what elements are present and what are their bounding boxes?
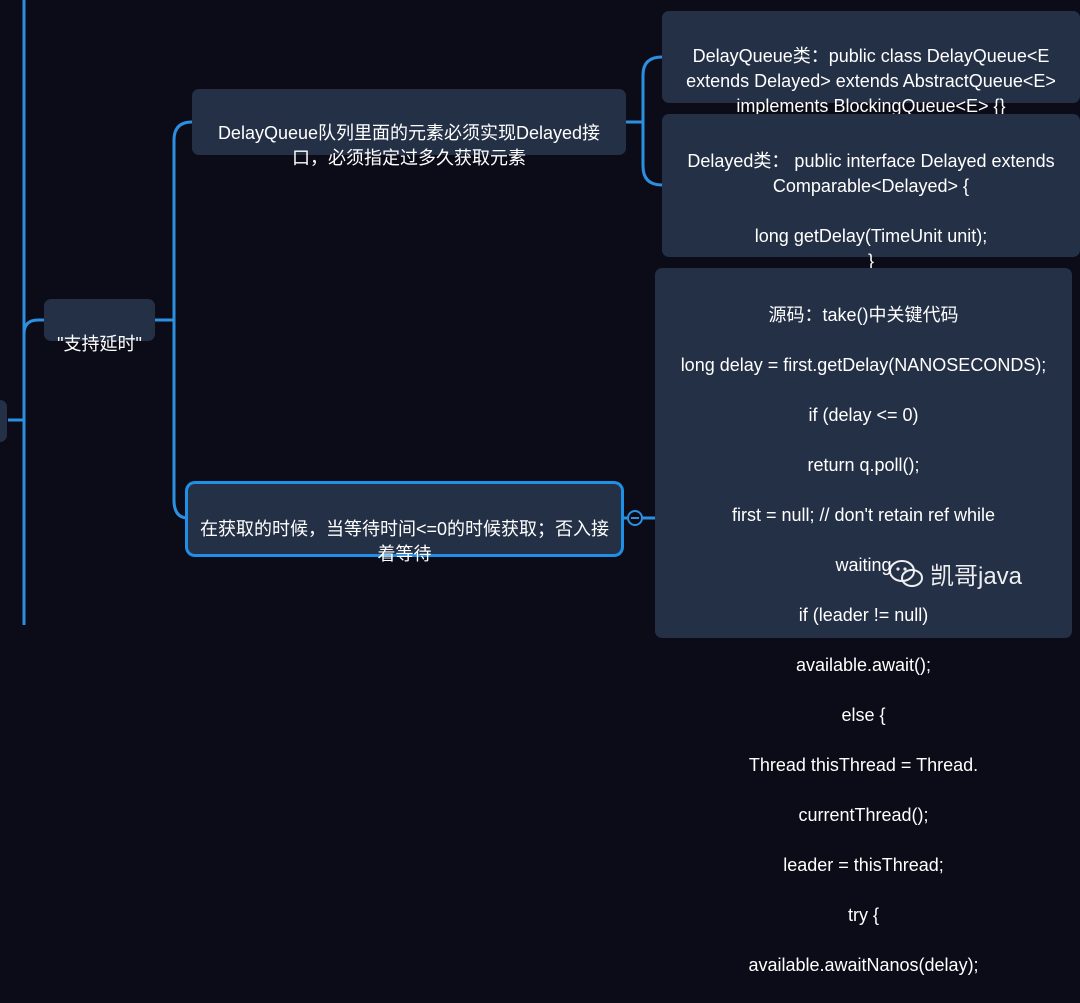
code-line: if (delay <= 0) (808, 405, 919, 425)
parent-node-partial[interactable] (0, 400, 7, 442)
node-delayqueue-class[interactable]: DelayQueue类：public class DelayQueue<E ex… (662, 11, 1080, 116)
link-interface-children (641, 55, 663, 187)
code-line: first = null; // don't retain ref while (731, 505, 996, 525)
node-delayed-interface-text: DelayQueue队列里面的元素必须实现Delayed接口，必须指定过多久获取… (217, 123, 601, 168)
node-support-delay-text: "支持延时" (57, 334, 142, 354)
link-support-children (172, 120, 193, 520)
node-delayed-class-text: Delayed类： public interface Delayed exten… (687, 151, 1055, 271)
code-line: available.awaitNanos(delay); (748, 955, 979, 975)
node-timing-text: 在获取的时候，当等待时间<=0的时候获取；否入接着等待 (199, 519, 610, 564)
watermark-text: 凯哥java (930, 563, 1023, 590)
code-line: if (leader != null) (798, 605, 929, 625)
code-line: currentThread(); (798, 805, 929, 825)
code-line: waiting (835, 555, 892, 575)
watermark: 凯哥java (888, 556, 1022, 591)
connector-lines (8, 0, 663, 625)
node-delayed-interface[interactable]: DelayQueue队列里面的元素必须实现Delayed接口，必须指定过多久获取… (192, 89, 626, 168)
node-support-delay[interactable]: "支持延时" (44, 299, 155, 354)
code-line: 源码：take()中关键代码 (768, 305, 959, 325)
node-timing[interactable]: 在获取的时候，当等待时间<=0的时候获取；否入接着等待 (188, 484, 621, 564)
code-line: long delay = first.getDelay(NANOSECONDS)… (680, 355, 1047, 375)
code-line: available.await(); (795, 655, 932, 675)
code-line: Thread thisThread = Thread. (748, 755, 979, 775)
node-delayqueue-class-text: DelayQueue类：public class DelayQueue<E ex… (686, 46, 1056, 116)
code-line: try { (847, 905, 879, 925)
code-line: leader = thisThread; (783, 855, 944, 875)
node-delayed-class[interactable]: Delayed类： public interface Delayed exten… (662, 114, 1080, 271)
link-trunk-support (22, 318, 44, 420)
collapse-toggle-icon[interactable] (627, 510, 643, 526)
wechat-icon (889, 559, 923, 587)
code-line: else { (841, 705, 886, 725)
code-line: return q.poll(); (807, 455, 920, 475)
